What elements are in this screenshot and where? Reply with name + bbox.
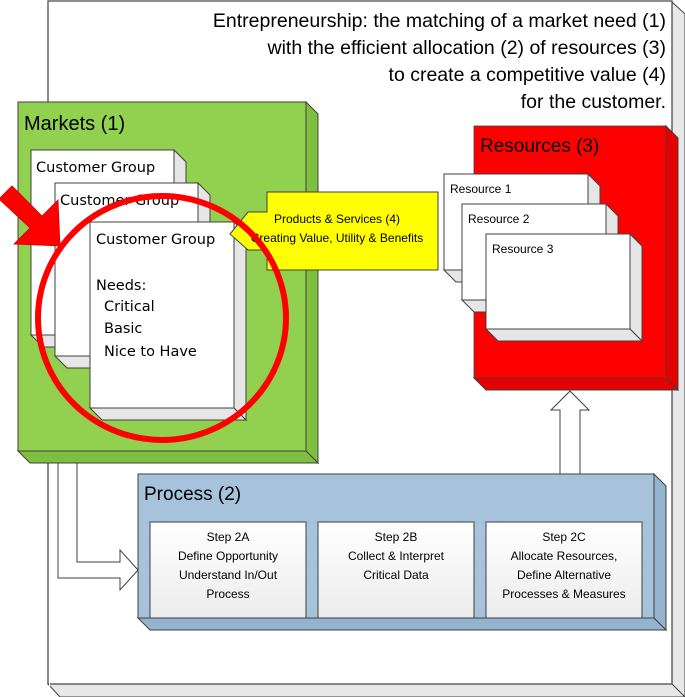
customer-group-title: Customer Group bbox=[96, 232, 215, 248]
step-line: Step 2A bbox=[207, 530, 250, 544]
resource-card: Resource 3 bbox=[484, 232, 644, 343]
markets-title: Markets (1) bbox=[24, 113, 125, 135]
step-line: Understand In/Out bbox=[179, 568, 278, 582]
process-step-card: Step 2C Allocate Resources, Define Alter… bbox=[485, 521, 643, 619]
products-line-1: Products & Services (4) bbox=[274, 212, 400, 226]
step-line: Define Alternative bbox=[517, 568, 611, 582]
customer-group-card-focused: Customer Group Needs: Critical Basic Nic… bbox=[88, 220, 248, 422]
need-item: Nice to Have bbox=[104, 344, 197, 360]
products-line-2: Creating Value, Utility & Benefits bbox=[251, 231, 424, 245]
step-line: Critical Data bbox=[363, 568, 429, 582]
markets-to-process-arrow bbox=[49, 461, 139, 697]
step-line: Allocate Resources, bbox=[511, 549, 618, 563]
resource-label: Resource 2 bbox=[468, 212, 530, 226]
resource-label: Resource 3 bbox=[492, 242, 554, 256]
process-step-card: Step 2B Collect & Interpret Critical Dat… bbox=[317, 521, 475, 619]
headline-line: Entrepreneurship: the matching of a mark… bbox=[213, 10, 666, 32]
products-services-arrow: Products & Services (4) Creating Value, … bbox=[229, 191, 439, 271]
headline-line: to create a competitive value (4) bbox=[389, 64, 666, 86]
headline-line: with the efficient allocation (2) of res… bbox=[267, 37, 667, 59]
resource-label: Resource 1 bbox=[450, 182, 512, 196]
customer-group-title: Customer Group bbox=[36, 160, 155, 176]
step-line: Step 2C bbox=[542, 530, 586, 544]
process-to-resources-arrow bbox=[549, 390, 591, 476]
process-title: Process (2) bbox=[144, 484, 241, 505]
step-line: Collect & Interpret bbox=[348, 549, 445, 563]
resources-title: Resources (3) bbox=[480, 136, 599, 157]
step-line: Define Opportunity bbox=[178, 549, 278, 563]
need-item: Critical bbox=[104, 299, 155, 315]
step-line: Process bbox=[206, 587, 249, 601]
needs-label: Needs: bbox=[96, 278, 146, 294]
red-pointer-arrow-icon bbox=[0, 185, 61, 247]
need-item: Basic bbox=[104, 321, 142, 337]
process-step-card: Step 2A Define Opportunity Understand In… bbox=[149, 521, 307, 619]
headline: Entrepreneurship: the matching of a mark… bbox=[213, 10, 666, 113]
step-line: Step 2B bbox=[375, 530, 418, 544]
headline-line: for the customer. bbox=[521, 91, 666, 113]
step-line: Processes & Measures bbox=[502, 587, 625, 601]
highlight-circle bbox=[35, 193, 289, 443]
